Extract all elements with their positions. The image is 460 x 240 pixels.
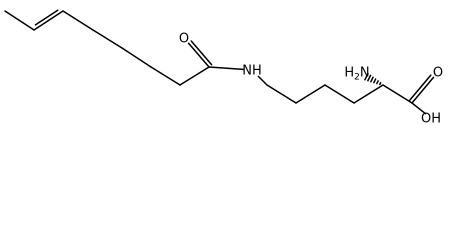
bond-l1-l2 xyxy=(266,84,297,104)
bond-layer xyxy=(4,9,435,115)
bond-c8-o_amide xyxy=(187,42,210,68)
bond-c_alpha-n_amino-hash-3 xyxy=(373,78,377,84)
atom-label-layer: O NH H2N O OH xyxy=(179,32,443,127)
bond-c1-c2 xyxy=(4,10,35,31)
atom-label-o-acid: O xyxy=(433,66,443,81)
bond-c4-c5 xyxy=(92,29,123,49)
bond-c3-c4 xyxy=(62,10,94,31)
bond-c5-c6 xyxy=(121,47,152,68)
bond-l2-l3 xyxy=(295,84,326,104)
bond-n_amide-l1 xyxy=(257,75,268,86)
bond-c_acid-oh_acid xyxy=(411,102,427,115)
atom-label-n-amide: NH xyxy=(242,64,262,79)
bond-c2-c3-second xyxy=(34,9,59,26)
bond-c_alpha-n_amino-hash-2 xyxy=(376,80,379,85)
bond-c_alpha-c_acid xyxy=(382,84,413,104)
bond-c2-c3 xyxy=(33,10,64,31)
bond-c7-c8 xyxy=(179,66,210,86)
bond-c8-n_amide xyxy=(208,66,244,71)
structure-diagram: O NH H2N O OH xyxy=(4,9,443,127)
bond-c6-c7 xyxy=(150,66,181,86)
atom-label-oh-acid: OH xyxy=(421,112,441,127)
bond-l4-c_alpha xyxy=(353,84,384,104)
bond-c_alpha-n_amino-hash-5 xyxy=(367,74,372,82)
bond-c_acid-o_acid xyxy=(411,76,435,104)
bond-c_alpha-n_amino-hash-4 xyxy=(370,76,374,83)
bond-l3-l4 xyxy=(324,84,355,104)
bond-c_acid-o_acid-second xyxy=(408,74,432,102)
bond-c8-o_amide-second xyxy=(190,40,213,66)
bond-c_alpha-n_amino-hash-1 xyxy=(379,81,382,86)
bond-c_alpha-n_amino-hash-6 xyxy=(364,72,369,81)
atom-label-n-amino: H2N xyxy=(344,66,369,83)
atom-label-o-amide: O xyxy=(179,32,189,47)
